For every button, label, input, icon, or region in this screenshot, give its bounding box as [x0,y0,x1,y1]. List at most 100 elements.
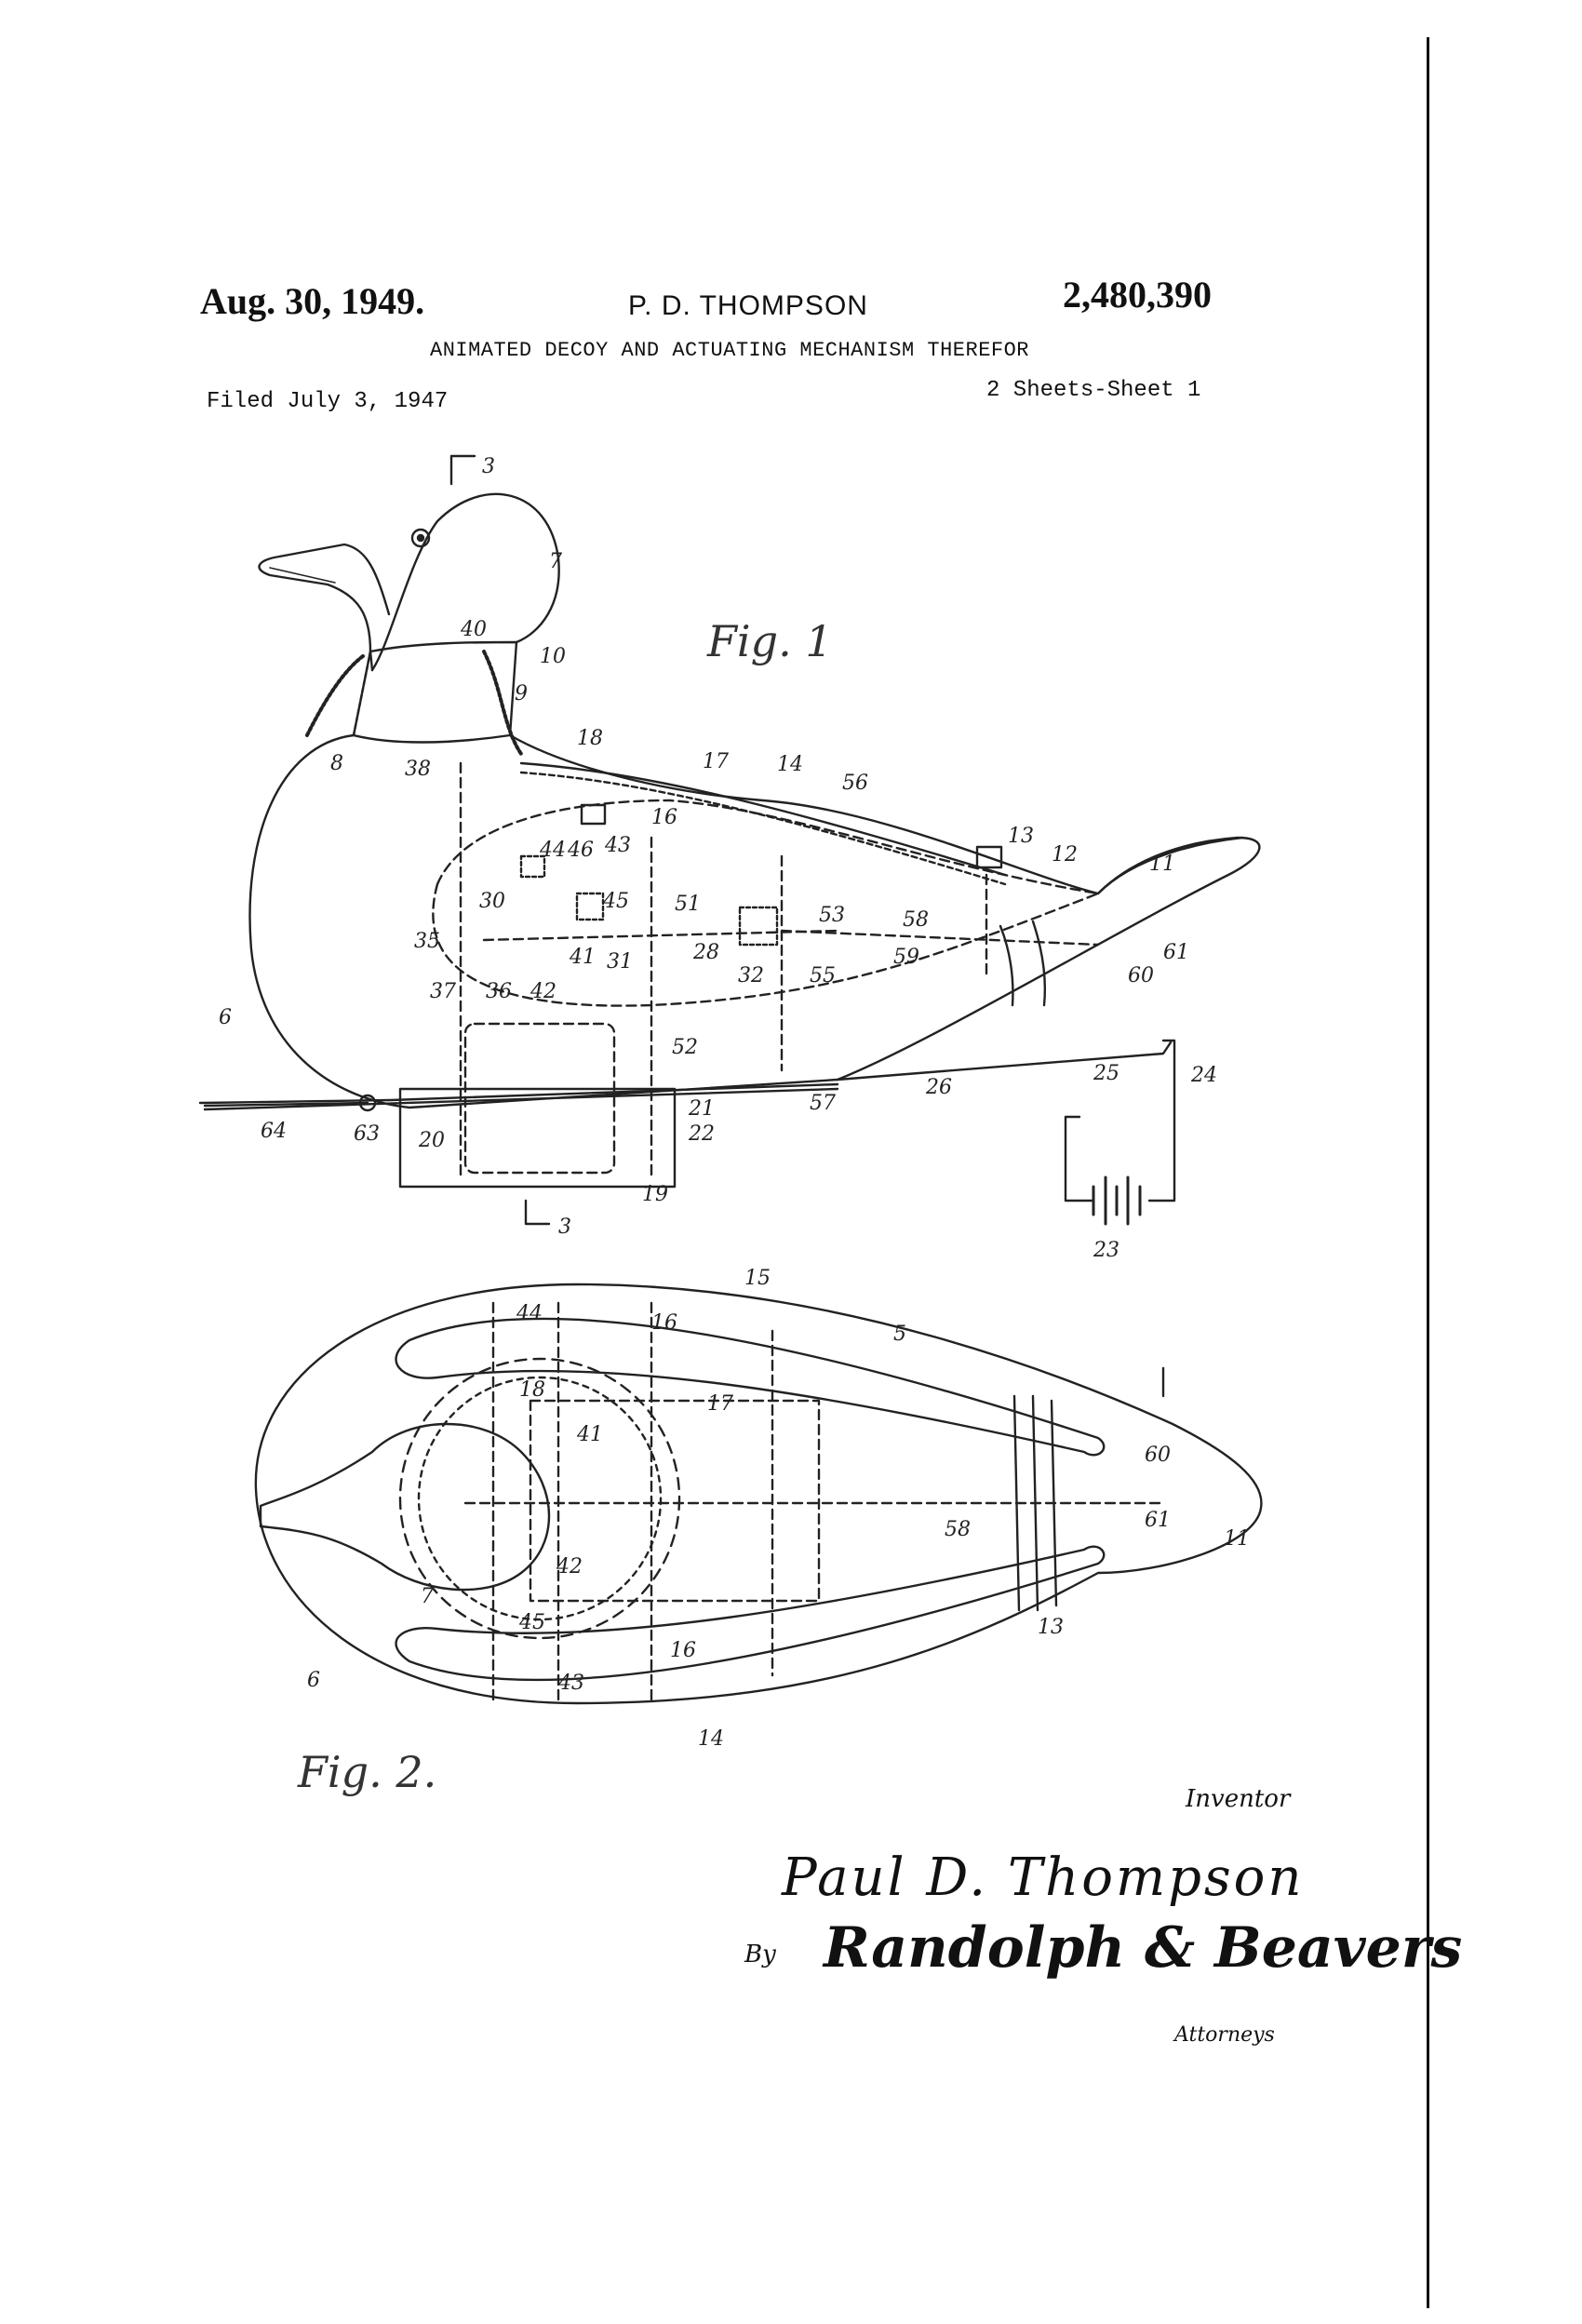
wing-lower [395,1545,1106,1682]
ref-56: 56 [842,772,868,795]
ref-25: 25 [1093,1062,1119,1085]
body-top-outline [254,1283,1263,1705]
fig2-top-view [254,1283,1263,1705]
ref-6: 6 [219,1006,232,1029]
fig2-reference-numerals: 15 5 44 16 17 18 41 60 61 58 11 7 42 45 … [307,1267,1250,1751]
ref-52: 52 [672,1036,698,1059]
ref-19: 19 [642,1183,668,1206]
inventor-header: P. D. THOMPSON [628,290,868,321]
housing-19 [398,1087,677,1189]
ref-58-fig2: 58 [945,1518,971,1541]
fig1-side-view [198,454,1261,1226]
patent-title: ANIMATED DECOY AND ACTUATING MECHANISM T… [430,339,1030,362]
ref-40: 40 [460,618,487,641]
ref-14-fig2: 14 [698,1727,724,1751]
ref-8: 8 [330,752,343,775]
ref-43: 43 [604,834,631,857]
ref-36: 36 [486,980,512,1003]
anchor-rod-64 [203,1101,369,1108]
ref-45-fig2: 45 [518,1611,545,1634]
ref-57: 57 [810,1092,836,1115]
ref-60: 60 [1128,964,1154,987]
ref-23: 23 [1093,1239,1119,1262]
ref-58: 58 [903,908,929,932]
sheet-count: 2 Sheets-Sheet 1 [986,378,1201,403]
wing-plate [432,799,1100,1007]
ref-61: 61 [1163,941,1189,964]
ref-16-fig2: 16 [651,1311,677,1335]
tail-11 [1096,836,1244,895]
filed-date: Filed July 3, 1947 [207,389,449,414]
ref-55: 55 [810,964,836,987]
ref-16-fig2-b: 16 [670,1639,696,1662]
ref-12: 12 [1052,843,1078,866]
ref-3: 3 [482,455,495,478]
ref-24: 24 [1190,1064,1217,1087]
ref-43-fig2: 43 [557,1672,584,1695]
duck-head [258,543,391,672]
ref-59: 59 [893,946,919,969]
ref-64: 64 [261,1120,287,1143]
attorneys-caption: Attorneys [1174,2023,1275,2047]
ref-38: 38 [405,758,431,781]
ref-6-fig2: 6 [307,1669,320,1692]
ref-3-bottom: 3 [558,1216,571,1239]
ref-61-fig2: 61 [1145,1509,1171,1532]
duck-body-outline [248,733,1261,1109]
ref-53: 53 [819,904,845,927]
ref-21: 21 [688,1097,715,1121]
wing-upper [395,1317,1106,1457]
ref-60-fig2: 60 [1145,1444,1171,1467]
ref-13: 13 [1008,825,1034,848]
ref-44: 44 [539,839,566,862]
inventor-caption: Inventor [1186,1785,1291,1813]
ref-13-fig2: 13 [1038,1616,1064,1639]
ref-15: 15 [744,1267,771,1290]
ref-11: 11 [1149,853,1175,876]
ref-20: 20 [418,1129,445,1152]
ref-46: 46 [567,839,594,862]
ref-17-fig2: 17 [707,1392,733,1416]
ref-42: 42 [530,980,556,1003]
ref-41-fig2: 41 [576,1423,603,1446]
ref-18: 18 [577,727,603,750]
ref-28: 28 [692,941,719,964]
ref-7: 7 [549,550,562,573]
fig1-label: Fig. 1 [706,616,833,666]
ref-45: 45 [602,890,629,913]
ref-32: 32 [738,964,764,987]
ref-37: 37 [430,980,456,1003]
base-frame [198,1082,839,1105]
ref-35: 35 [414,930,440,953]
ref-14: 14 [777,753,803,776]
by-label: By [744,1941,776,1968]
ref-11-fig2: 11 [1224,1527,1250,1551]
duck-eye [410,528,431,548]
ref-44-fig2: 44 [516,1302,543,1325]
ref-41: 41 [569,946,596,969]
page-border-line [1427,37,1429,2308]
ref-31: 31 [607,950,633,974]
patent-date: Aug. 30, 1949. [200,280,425,322]
ref-7-fig2: 7 [421,1585,434,1608]
attorneys-signature: Randolph & Beavers [824,1915,1463,1981]
inventor-signature: Paul D. Thompson [782,1847,1305,1908]
ref-30: 30 [479,890,505,913]
ref-26: 26 [925,1076,952,1099]
ref-22: 22 [688,1122,715,1146]
battery-23 [1092,1175,1142,1226]
ref-16: 16 [651,806,677,829]
fig2-label: Fig. 2. [297,1747,436,1797]
ref-5: 5 [893,1323,906,1346]
ref-9: 9 [515,682,528,705]
ref-42-fig2: 42 [556,1555,583,1578]
battery-box-20 [463,1022,616,1175]
battery-circuit [1064,1039,1176,1202]
patent-number: 2,480,390 [1063,274,1212,316]
ref-10: 10 [540,645,566,668]
fig1-reference-numerals: 3 7 40 10 9 8 38 18 17 14 56 16 13 12 11… [219,455,1217,1262]
ref-51: 51 [675,893,701,916]
ref-18-fig2: 18 [519,1378,545,1402]
ref-17: 17 [703,750,729,773]
